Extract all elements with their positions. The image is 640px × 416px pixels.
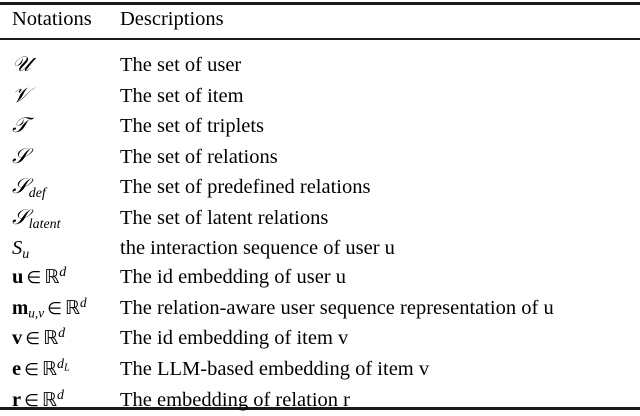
notation-cell: 𝒮latent (0, 203, 120, 234)
description-cell: The set of triplets (120, 115, 265, 138)
exponent-d: d (79, 294, 87, 310)
exponent-d: d (58, 326, 66, 342)
symbol-cal-r: 𝒮 (12, 204, 29, 229)
description-cell: The set of latent relations (120, 206, 329, 229)
notation-cell: u∈ℝd (0, 263, 120, 294)
table-row: e∈ℝdL The LLM-based embedding of item v (0, 355, 640, 386)
symbol-cal-r: 𝒮 (12, 143, 29, 168)
symbol-bold-u: u (12, 266, 24, 289)
table-row: r∈ℝd The embedding of relation r (0, 386, 640, 416)
notation-cell: Su (0, 234, 120, 264)
subscript-latent: latent (28, 216, 61, 232)
table-row: 𝒮latent The set of latent relations (0, 203, 640, 234)
description-cell: the interaction sequence of user u (120, 236, 395, 259)
element-of-symbol: ∈ (26, 268, 42, 289)
symbol-cal-r: 𝒮 (12, 174, 29, 199)
description-cell: The set of user (120, 54, 242, 76)
element-of-symbol: ∈ (25, 329, 41, 350)
table-header: Notations Descriptions (0, 0, 640, 38)
symbol-bold-r: r (12, 388, 22, 411)
symbol-cal-u: 𝒰 (12, 52, 32, 76)
header-row: Notations Descriptions (0, 0, 640, 38)
blackboard-r-symbol: ℝ (44, 266, 60, 289)
notation-cell: 𝒱 (0, 81, 120, 112)
description-cell: The id embedding of item v (120, 327, 349, 350)
subscript-def: def (28, 186, 46, 202)
blackboard-r-symbol: ℝ (64, 296, 80, 319)
exponent-d-l: dL (56, 356, 70, 374)
table-row: u∈ℝd The id embedding of user u (0, 263, 640, 294)
table-top-rule (0, 2, 640, 5)
header-gap-row (0, 38, 640, 50)
header-gap-cell-right (120, 38, 640, 50)
description-cell: The LLM-based embedding of item v (120, 357, 430, 380)
subscript-u-v: u,v (28, 305, 45, 321)
column-header-descriptions: Descriptions (120, 8, 224, 30)
exponent-d: d (59, 264, 67, 280)
table-row: 𝒮 The set of relations (0, 142, 640, 173)
symbol-bold-v: v (12, 327, 23, 350)
exponent-base: d (56, 356, 64, 372)
symbol-s: S (12, 236, 23, 259)
blackboard-r-symbol: ℝ (43, 327, 59, 350)
table-header-rule (0, 38, 640, 40)
description-cell: The id embedding of user u (120, 266, 347, 289)
table-row: v∈ℝd The id embedding of item v (0, 324, 640, 355)
element-of-symbol: ∈ (24, 390, 39, 411)
notation-cell: 𝒮def (0, 172, 120, 203)
notation-cell: e∈ℝdL (0, 355, 120, 386)
symbol-cal-t: 𝒯 (12, 113, 29, 138)
table-row: 𝒱 The set of item (0, 81, 640, 112)
symbol-bold-e: e (12, 357, 22, 380)
table-row: Su the interaction sequence of user u (0, 234, 640, 264)
element-of-symbol: ∈ (24, 359, 39, 380)
notation-cell: v∈ℝd (0, 324, 120, 355)
table-row: 𝒮def The set of predefined relations (0, 172, 640, 203)
table-bottom-rule (0, 407, 640, 410)
exponent-subscript-l: L (63, 362, 70, 374)
description-cell: The embedding of relation r (120, 388, 350, 411)
table-body: 𝒰 The set of user 𝒱 The set of item 𝒯 Th… (0, 38, 640, 416)
description-cell: The set of relations (120, 145, 278, 168)
exponent-d: d (56, 387, 64, 403)
notation-cell: mu,v∈ℝd (0, 294, 120, 325)
element-of-symbol: ∈ (47, 298, 62, 319)
notation-cell: 𝒮 (0, 142, 120, 173)
table-row: mu,v∈ℝd The relation-aware user sequence… (0, 294, 640, 325)
notation-cell: r∈ℝd (0, 386, 120, 416)
subscript-u: u (22, 246, 30, 262)
symbol-bold-m: m (12, 297, 29, 319)
description-cell: The relation-aware user sequence represe… (120, 296, 554, 319)
description-cell: The set of predefined relations (120, 176, 371, 199)
description-cell: The set of item (120, 84, 244, 107)
blackboard-r-symbol: ℝ (41, 388, 57, 411)
header-gap-cell-left (0, 38, 120, 50)
notation-cell: 𝒯 (0, 111, 120, 142)
column-header-notations: Notations (12, 8, 92, 30)
symbol-cal-v: 𝒱 (12, 82, 30, 107)
table-row: 𝒰 The set of user (0, 50, 640, 81)
blackboard-r-symbol: ℝ (41, 357, 57, 380)
table-row: 𝒯 The set of triplets (0, 111, 640, 142)
notation-cell: 𝒰 (0, 50, 120, 81)
